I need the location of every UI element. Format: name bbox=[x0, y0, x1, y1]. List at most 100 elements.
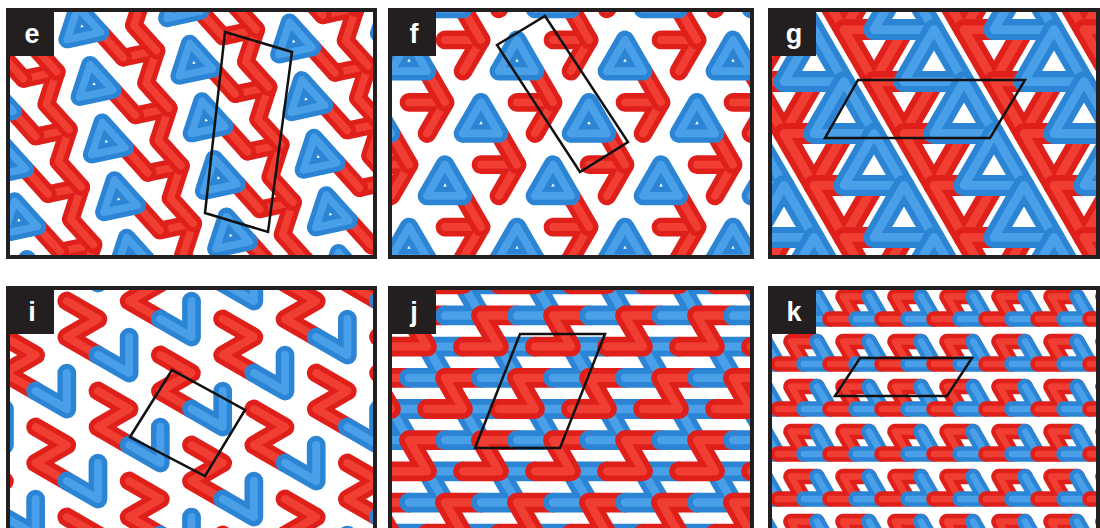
tube-tile bbox=[715, 503, 752, 528]
tube-body bbox=[347, 409, 375, 445]
tube-tile bbox=[844, 134, 904, 186]
tube-highlight bbox=[934, 82, 994, 134]
tube-tile bbox=[391, 227, 427, 257]
tube-body bbox=[1064, 522, 1090, 528]
tube-tile bbox=[36, 373, 67, 409]
tube-highlight bbox=[960, 522, 986, 528]
tube-highlight bbox=[160, 517, 191, 528]
unit-cell bbox=[497, 16, 628, 172]
tube-highlight bbox=[192, 101, 225, 133]
tube-highlight bbox=[8, 201, 37, 233]
tube-tile bbox=[160, 301, 191, 337]
tube-body bbox=[607, 227, 643, 257]
panel-letter: g bbox=[772, 12, 816, 56]
tube-tile bbox=[179, 44, 212, 76]
tube-tile bbox=[427, 165, 463, 196]
tube-body bbox=[347, 463, 375, 517]
tube-tile bbox=[1084, 237, 1098, 257]
tube-body bbox=[715, 227, 751, 257]
tube-body bbox=[8, 54, 23, 79]
tube-tile bbox=[643, 165, 679, 196]
tube-highlight bbox=[116, 238, 149, 257]
tube-highlight bbox=[291, 80, 324, 112]
tube-body bbox=[8, 499, 36, 528]
tube-highlight bbox=[499, 227, 535, 257]
tube-body bbox=[111, 10, 157, 51]
tube-body bbox=[160, 301, 191, 337]
tube-highlight bbox=[304, 138, 337, 170]
tube-tile bbox=[934, 82, 994, 134]
tube-tile bbox=[304, 138, 337, 170]
tiling-panel bbox=[265, 191, 877, 528]
tube-highlight bbox=[129, 481, 160, 528]
tube-highlight bbox=[964, 134, 1024, 186]
tube-tile bbox=[571, 102, 607, 133]
tile-group bbox=[8, 10, 375, 257]
tube-body bbox=[904, 30, 964, 82]
tube-tile bbox=[67, 463, 98, 499]
panel-letter: e bbox=[10, 12, 54, 56]
tube-body bbox=[223, 481, 254, 517]
tube-body bbox=[285, 499, 316, 528]
tube-tile bbox=[116, 238, 149, 257]
tube-tile bbox=[291, 80, 324, 112]
tube-tile bbox=[1084, 134, 1098, 186]
tube-tile bbox=[347, 409, 375, 445]
tube-tile bbox=[98, 337, 129, 373]
tube-body bbox=[116, 238, 149, 257]
tube-highlight bbox=[36, 373, 67, 409]
tube-highlight bbox=[8, 144, 25, 176]
tube-body bbox=[679, 102, 715, 133]
tube-body bbox=[814, 82, 874, 134]
unit-cell bbox=[130, 370, 245, 476]
tube-body bbox=[67, 10, 100, 40]
tiling-panel bbox=[0, 175, 472, 528]
tube-body bbox=[92, 122, 125, 154]
tube-highlight bbox=[347, 409, 375, 445]
tube-highlight bbox=[67, 517, 98, 528]
tube-tile bbox=[904, 30, 964, 82]
tube-body bbox=[67, 463, 98, 499]
tube-body bbox=[463, 102, 499, 133]
tube-tile bbox=[814, 82, 874, 134]
tube-tile bbox=[160, 517, 191, 528]
tube-body bbox=[499, 227, 535, 257]
tube-body bbox=[643, 165, 679, 196]
tube-body bbox=[715, 40, 751, 71]
tube-tile bbox=[8, 201, 37, 233]
panel-letter: j bbox=[392, 290, 436, 334]
tube-highlight bbox=[160, 301, 191, 337]
tube-body bbox=[285, 445, 316, 481]
tube-body bbox=[964, 134, 1024, 186]
tube-highlight bbox=[844, 134, 904, 186]
panel-ground bbox=[8, 288, 375, 528]
tube-tile bbox=[316, 195, 349, 227]
tube-body bbox=[129, 481, 160, 528]
tube-tile bbox=[1024, 30, 1084, 82]
tube-highlight bbox=[391, 227, 427, 257]
tube-body bbox=[8, 201, 37, 233]
tube-highlight bbox=[463, 102, 499, 133]
unit-cell bbox=[475, 334, 605, 448]
tube-tile bbox=[129, 481, 160, 528]
tube-highlight bbox=[1064, 522, 1090, 528]
tube-highlight bbox=[874, 185, 934, 237]
tube-highlight bbox=[715, 40, 751, 71]
tube-highlight bbox=[1084, 134, 1098, 186]
tube-highlight bbox=[1012, 522, 1038, 528]
tube-body bbox=[79, 65, 112, 97]
unit-cell bbox=[205, 32, 292, 232]
tube-highlight bbox=[994, 185, 1054, 237]
tube-tile bbox=[8, 499, 36, 528]
tube-highlight bbox=[285, 445, 316, 481]
tube-highlight bbox=[643, 165, 679, 196]
tube-highlight bbox=[1024, 30, 1084, 82]
panel-letter: k bbox=[772, 290, 816, 334]
tube-highlight bbox=[8, 54, 23, 79]
tube-tile bbox=[92, 122, 125, 154]
tube-body bbox=[192, 101, 225, 133]
tile-group bbox=[390, 10, 752, 257]
tube-tile bbox=[1064, 522, 1090, 528]
tube-highlight bbox=[316, 195, 349, 227]
